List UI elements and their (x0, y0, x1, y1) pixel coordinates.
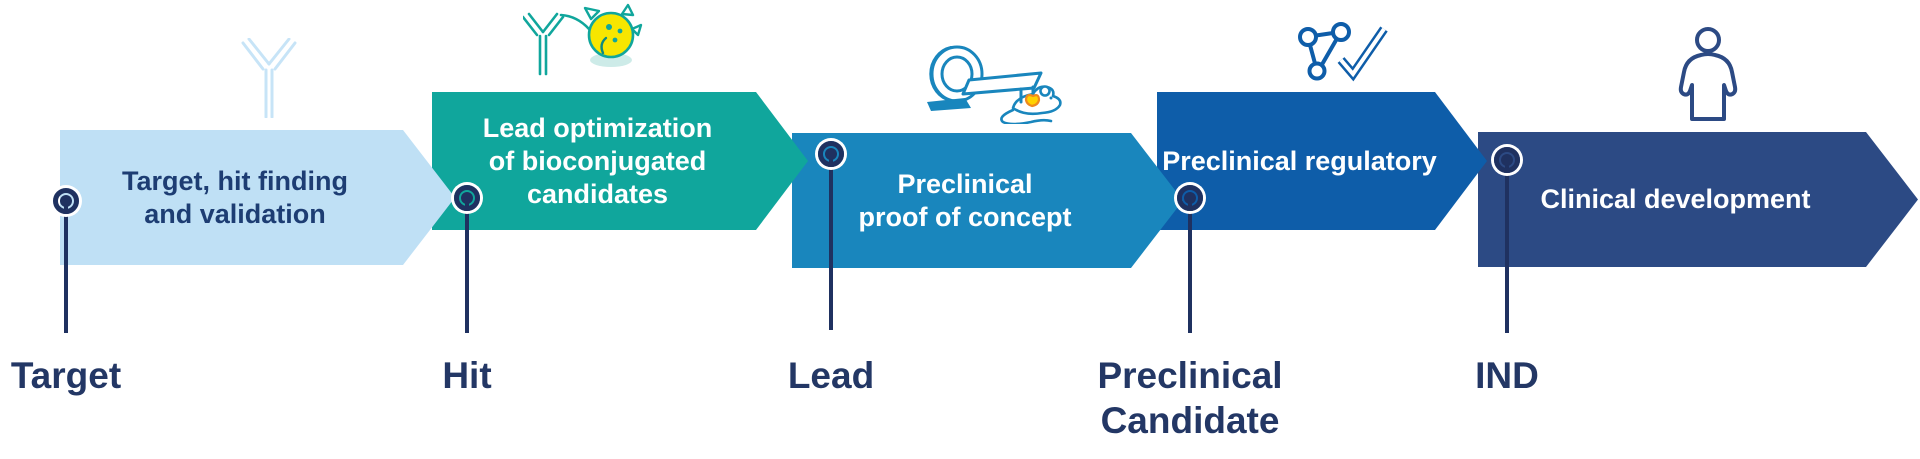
milestone-label-line: Target (10, 355, 122, 396)
milestone-stem (64, 201, 68, 333)
stage-arrow-preclinical-regulatory: Preclinical regulatory (1157, 92, 1487, 230)
stage-label-line: Preclinical regulatory (1162, 145, 1437, 176)
stage-arrow-shape (792, 133, 1183, 268)
milestone-label-preclinical-candidate: Preclinical Candidate (1097, 353, 1282, 443)
milestone-marker-icon (1494, 147, 1520, 173)
milestone-stem (1505, 160, 1509, 333)
marker-dot-icon (1501, 154, 1513, 166)
stage-arrow-shape (432, 92, 808, 230)
stage-label: Target, hit finding and validation (60, 130, 455, 265)
antibody-cell-icon (523, 3, 643, 76)
stage-label-line: Target, hit finding (122, 165, 348, 196)
antibody-icon (241, 38, 297, 118)
milestone-label-line: Hit (442, 355, 492, 396)
milestone-label-line: Lead (787, 355, 875, 396)
stage-label-line: and validation (144, 198, 326, 229)
milestone-stem (829, 154, 833, 330)
milestone-label-line: Candidate (1100, 400, 1280, 441)
milestone-label-target: Target (11, 353, 121, 398)
stage-label-line: proof of concept (858, 201, 1072, 232)
milestone-label-line: Preclinical (1097, 355, 1283, 396)
milestone-marker-icon (454, 185, 480, 211)
person-icon (1678, 27, 1738, 121)
stage-arrow-target-hit-finding: Target, hit finding and validation (60, 130, 455, 265)
milestone-marker-icon (53, 188, 79, 214)
marker-dot-icon (60, 195, 72, 207)
stage-arrow-shape (60, 130, 455, 265)
milestone-label-lead: Lead (788, 353, 874, 398)
milestone-marker-icon (818, 141, 844, 167)
milestone-label-ind: IND (1475, 353, 1539, 398)
cell-body (587, 11, 635, 59)
stage-arrow-clinical-development: Clinical development (1478, 132, 1918, 267)
stage-label-line: Lead optimization (482, 112, 713, 143)
milestone-label-hit: Hit (442, 353, 491, 398)
molecule-check-icon (1298, 22, 1388, 82)
marker-dot-icon (825, 148, 837, 160)
milestone-label-line: IND (1475, 355, 1539, 396)
stage-arrow-shape (1478, 132, 1918, 267)
stage-label: Preclinical regulatory (1157, 92, 1487, 230)
stage-arrow-preclinical-poc: Preclinical proof of concept (792, 133, 1183, 268)
stage-label-line: of bioconjugated (488, 145, 707, 176)
stage-label: Clinical development (1478, 132, 1918, 267)
stage-label: Lead optimization of bioconjugated candi… (432, 92, 808, 230)
stage-label-line: candidates (526, 178, 669, 209)
stage-label: Preclinical proof of concept (792, 133, 1183, 268)
stage-arrow-lead-optimization: Lead optimization of bioconjugated candi… (432, 92, 808, 230)
milestone-marker-icon (1177, 185, 1203, 211)
cell-halo (590, 53, 632, 67)
milestone-stem (465, 198, 469, 333)
marker-dot-icon (1184, 192, 1196, 204)
milestone-stem (1188, 198, 1192, 333)
stage-arrow-shape (1157, 92, 1487, 230)
mouse-spot (1024, 93, 1041, 108)
mri-mouse-icon (927, 45, 1062, 124)
stage-label-line: Preclinical (897, 168, 1033, 199)
stage-label-line: Clinical development (1540, 184, 1811, 214)
marker-dot-icon (461, 192, 473, 204)
